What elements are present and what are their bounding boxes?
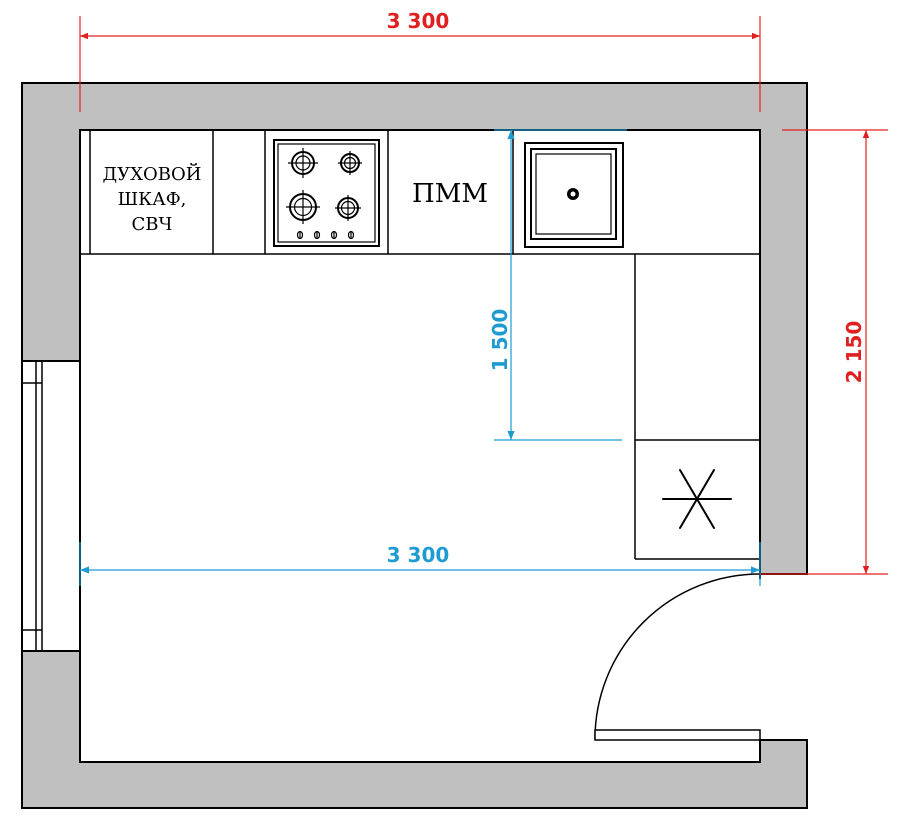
- dimension-inner-width-label: 3 300: [387, 543, 450, 567]
- wall-outline: [21, 82, 808, 575]
- dimension-inner-depth: 1 500: [488, 129, 627, 441]
- door-swing-icon: [594, 573, 761, 741]
- dishwasher-label: ПММ: [412, 179, 488, 209]
- burner-icon: [286, 190, 320, 224]
- dimension-top: 3 300: [79, 9, 761, 112]
- dimension-top-label: 3 300: [387, 9, 450, 33]
- dimension-inner-depth-label: 1 500: [488, 309, 512, 372]
- window: [21, 360, 81, 652]
- oven-label: ДУХОВОЙ ШКАФ, СВЧ: [103, 162, 202, 235]
- burner-icon: [288, 148, 318, 178]
- dimension-right: 2 150: [760, 129, 888, 575]
- burner-icon: [338, 151, 362, 175]
- asterisk-icon: [662, 469, 732, 529]
- right-counter: [634, 254, 760, 560]
- dimension-inner-width: 3 300: [79, 542, 761, 586]
- oven-label-line1: ДУХОВОЙ: [103, 162, 202, 185]
- oven-label-line2: ШКАФ,: [118, 189, 187, 210]
- dimension-right-label: 2 150: [842, 321, 866, 384]
- burner-icon: [335, 195, 361, 221]
- oven-label-line3: СВЧ: [132, 214, 173, 235]
- gas-hob-icon: [273, 139, 380, 247]
- sink-icon: [524, 142, 624, 248]
- hob-knobs: [296, 230, 355, 240]
